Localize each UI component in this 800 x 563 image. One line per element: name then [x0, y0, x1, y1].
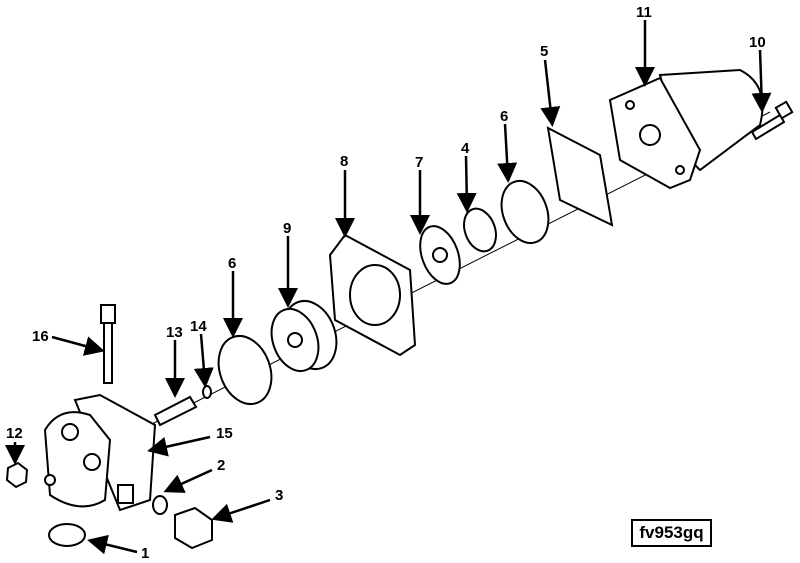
callout-9: 9 [283, 220, 291, 237]
part-2-ring [152, 495, 168, 515]
part-8-flange [328, 233, 417, 357]
callout-8: 8 [340, 153, 348, 170]
callout-3: 3 [275, 487, 283, 504]
figure-reference-id: fv953gq [631, 519, 712, 547]
callout-2: 2 [217, 457, 225, 474]
callout-5: 5 [540, 43, 548, 60]
callout-10: 10 [749, 34, 766, 51]
callout-1: 1 [141, 545, 149, 562]
callout-11: 11 [636, 4, 652, 21]
part-5-gasket [546, 126, 614, 227]
callout-6-lower: 6 [228, 255, 236, 272]
callout-7: 7 [415, 154, 423, 171]
part-3-plug [174, 506, 213, 550]
part-16-bolt [100, 304, 116, 384]
part-4-washer [463, 207, 497, 253]
callout-12: 12 [6, 425, 23, 442]
part-6-oring [500, 180, 550, 244]
part-6-oring-lower [217, 335, 273, 405]
part-15-base [43, 393, 157, 512]
part-10-screw [750, 100, 794, 141]
part-14-ring [202, 385, 212, 399]
callout-arrows [5, 20, 772, 555]
part-12-nut [5, 461, 29, 489]
part-9-rotor [270, 300, 338, 372]
callout-13: 13 [166, 324, 183, 341]
callout-15: 15 [216, 425, 233, 442]
part-7-bearing-plate [419, 225, 461, 285]
part-1-oring [48, 523, 86, 547]
part-13-valve [153, 395, 198, 427]
callout-4: 4 [461, 140, 470, 157]
callout-14: 14 [190, 318, 207, 335]
callout-16: 16 [32, 328, 49, 345]
part-11-housing [608, 68, 764, 190]
callout-6-upper: 6 [500, 108, 508, 125]
